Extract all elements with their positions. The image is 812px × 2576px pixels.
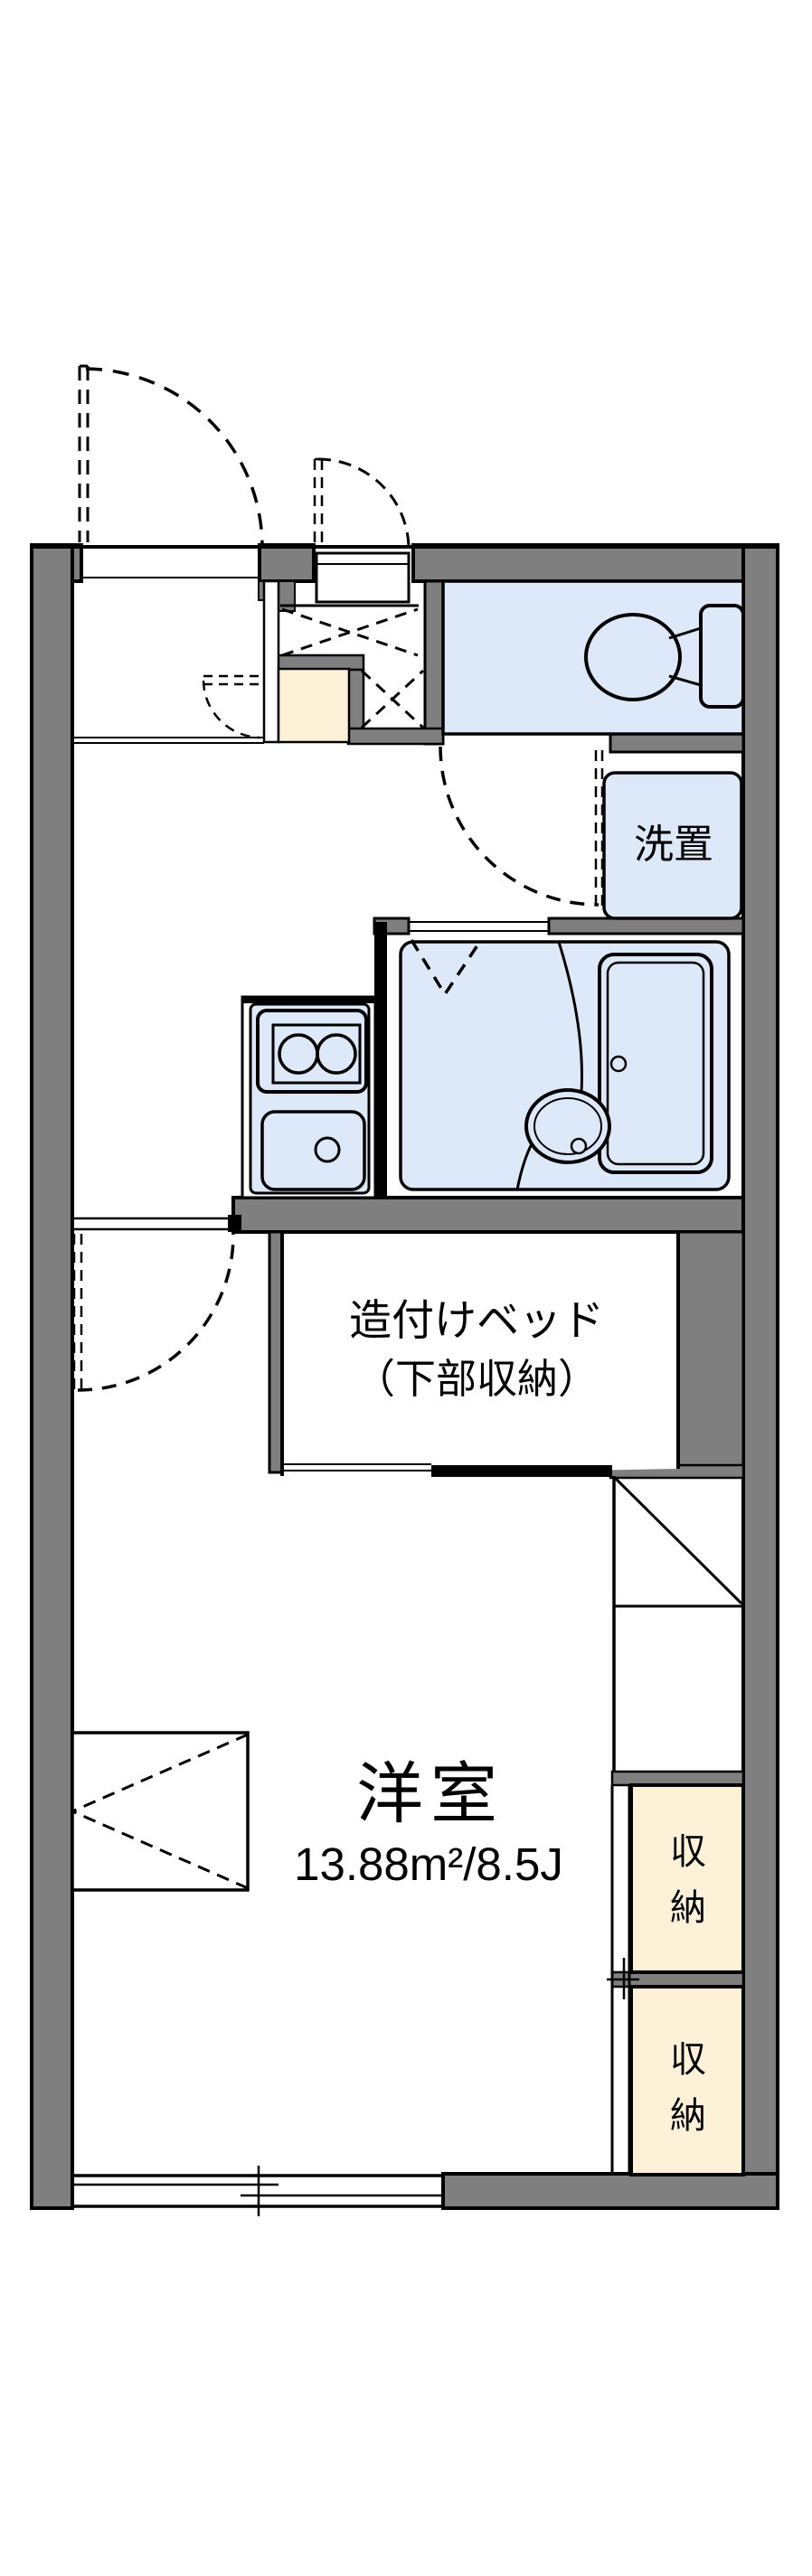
sink-drain — [314, 1136, 341, 1163]
small-door-recess — [315, 551, 411, 604]
genkan-mini-door-leaf — [203, 674, 262, 686]
bath-door-opening-lines — [409, 921, 549, 932]
room-name-label: 洋室 — [356, 1756, 505, 1831]
genkan-floor — [277, 667, 351, 744]
bath-basin — [524, 1088, 611, 1164]
bed-room-border — [280, 1230, 680, 1476]
wall-bath-top-right — [547, 917, 745, 935]
closet-lower-label-char1: 収 — [670, 2040, 706, 2080]
bathtub-inner — [606, 961, 705, 1166]
room-desk-box — [71, 1731, 250, 1892]
small-door-arc — [317, 457, 411, 548]
small-door-leaf — [313, 457, 324, 545]
bed-label-line2: （下部収納） — [354, 1356, 599, 1402]
wall-shoe-bottom-band — [346, 727, 445, 746]
kitchen-unit — [249, 1002, 371, 1195]
stove-burner-right — [316, 1033, 357, 1075]
toilet-connector-lines — [668, 626, 702, 687]
wall-shoe-upper-band — [276, 653, 365, 672]
kitchen-sink — [260, 1110, 366, 1191]
room-size-label: 13.88m²/8.5J — [294, 1838, 563, 1890]
bed-front-thick-wall — [431, 1465, 612, 1477]
wall-column-bottom-band — [610, 1770, 745, 1787]
entrance-door-leaf — [78, 364, 90, 542]
toilet-door-arc — [439, 746, 600, 907]
wall-bed-left — [268, 1230, 284, 1474]
shoe-cabinet-upper-x — [281, 607, 419, 657]
bathtub-drain — [609, 1055, 628, 1073]
wall-bottom — [441, 2172, 779, 2210]
bath-separator-curve-upper — [557, 941, 584, 1093]
wall-top-pillar — [258, 543, 316, 583]
genkan-mini-door-arc — [202, 680, 260, 739]
room-door-arc — [77, 1230, 235, 1392]
wall-right — [741, 543, 779, 2210]
wall-mid-horizontal — [231, 1196, 745, 1234]
room-door-leaf — [72, 1234, 83, 1390]
bathtub-outer — [598, 953, 713, 1174]
washer-label: 洗置 — [634, 823, 713, 867]
stove-inner-frame — [271, 1023, 362, 1085]
wall-toilet-left — [423, 579, 445, 746]
bath-basin-inner-rim — [533, 1097, 602, 1155]
wall-bed-right-block — [676, 1230, 745, 1471]
wall-top-right — [411, 543, 779, 583]
wall-left — [30, 543, 74, 2210]
bed-label-line1: 造付けベッド — [349, 1296, 604, 1344]
bed-front-thin-lines — [282, 1463, 431, 1471]
entrance-door-arc — [85, 367, 264, 548]
closet-lower — [629, 1985, 745, 2176]
toilet-tank — [699, 604, 745, 709]
wall-kitchen-bath-divider — [374, 922, 387, 1232]
genkan-door-strip — [262, 579, 280, 744]
closet-upper-label-char1: 収 — [670, 1832, 706, 1872]
column-diagonal — [614, 1477, 743, 1605]
shoe-cabinet-lower-x — [360, 669, 425, 729]
toilet-door-leaf — [594, 750, 604, 907]
toilet-bowl — [584, 613, 682, 701]
closet-lower-label-char2: 納 — [670, 2096, 706, 2136]
closet-upper-label-char2: 納 — [670, 1888, 706, 1928]
stove-block — [256, 1009, 368, 1094]
room-desk-dashes — [71, 1733, 249, 1890]
washer-space — [602, 771, 743, 920]
wall-washer-top — [609, 732, 745, 754]
room-door-opening-lines — [72, 1217, 233, 1231]
closet-upper — [629, 1783, 745, 1974]
bath-basin-drain — [570, 1137, 588, 1155]
room-door-stop — [228, 1215, 241, 1232]
